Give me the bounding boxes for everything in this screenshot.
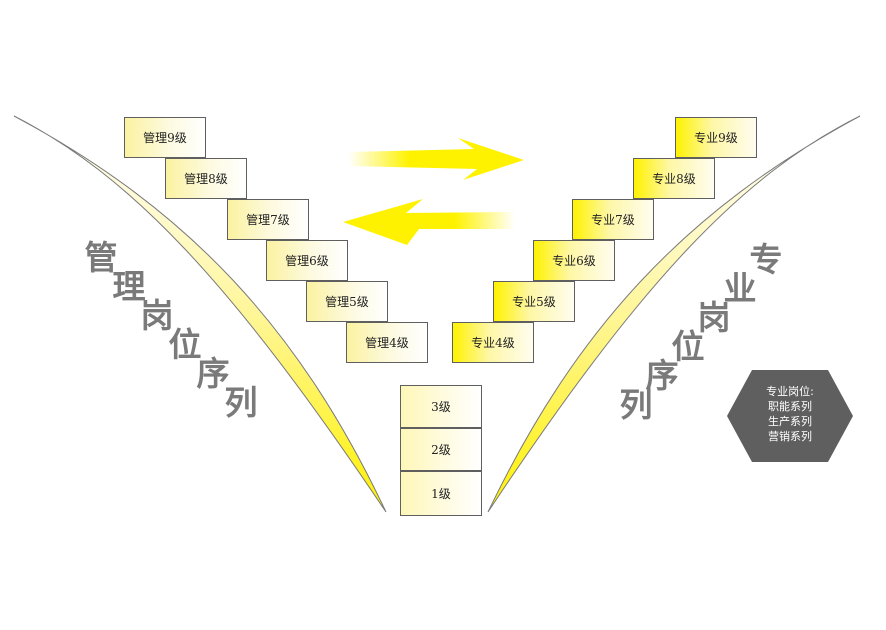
info-hexagon-text: 专业岗位: 职能系列 生产系列 营销系列 — [736, 384, 844, 444]
management-level-step: 管理5级 — [306, 281, 388, 322]
sequence-char: 业 — [723, 269, 757, 308]
sequence-char: 专 — [749, 240, 783, 279]
sequence-char: 位 — [168, 325, 202, 364]
sequence-char: 列 — [619, 385, 653, 424]
arrow-left-icon — [343, 199, 515, 245]
info-hexagon — [727, 370, 853, 462]
professional-level-step: 专业5级 — [493, 281, 575, 322]
professional-level-step: 专业6级 — [533, 240, 615, 281]
professional-level-step: 专业8级 — [633, 158, 715, 199]
hexagon-line: 职能系列 — [768, 400, 812, 413]
sequence-char: 岗 — [697, 298, 731, 337]
arrow-right-icon — [348, 138, 524, 180]
hexagon-line: 营销系列 — [768, 430, 812, 443]
left-curve — [13, 115, 387, 513]
hexagon-title: 专业岗位: — [766, 385, 814, 398]
professional-level-step: 专业7级 — [572, 199, 654, 240]
sequence-char: 序 — [196, 354, 230, 393]
hexagon-line: 生产系列 — [768, 415, 812, 428]
base-level-step: 1级 — [400, 471, 482, 516]
professional-level-step: 专业4级 — [452, 322, 534, 363]
sequence-char: 岗 — [140, 296, 174, 335]
professional-level-step: 专业9级 — [675, 117, 757, 158]
sequence-char: 序 — [645, 356, 679, 395]
management-level-step: 管理4级 — [346, 322, 428, 363]
base-level-step: 3级 — [400, 385, 482, 428]
management-level-step: 管理9级 — [124, 117, 206, 158]
right-curve — [487, 115, 861, 513]
sequence-char: 位 — [671, 327, 705, 366]
management-level-step: 管理6级 — [266, 240, 348, 281]
sequence-char: 理 — [112, 267, 146, 306]
management-level-step: 管理7级 — [227, 199, 309, 240]
sequence-char: 管 — [84, 238, 118, 277]
base-level-step: 2级 — [400, 428, 482, 471]
sequence-char: 列 — [224, 383, 258, 422]
management-level-step: 管理8级 — [165, 158, 247, 199]
